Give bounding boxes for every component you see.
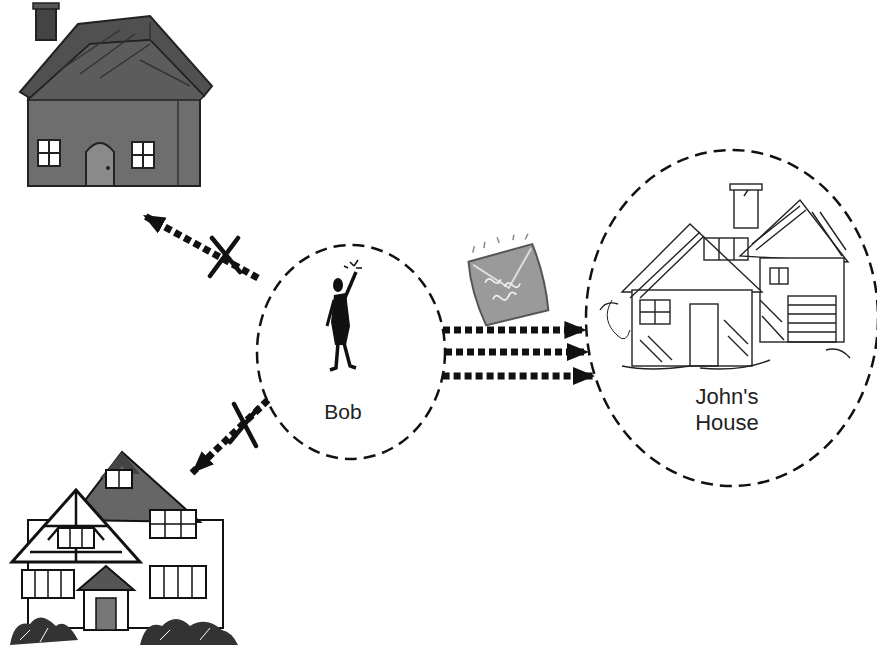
johns-house-sketch-part xyxy=(704,238,748,260)
dark-house-part xyxy=(106,166,110,170)
tudor-house-part xyxy=(150,510,196,538)
johns-house-sketch-part xyxy=(744,190,850,358)
dark-house-part xyxy=(60,22,190,86)
envelope-icon xyxy=(463,230,550,327)
johns-house-sketch-part xyxy=(788,305,836,332)
dark-house-part xyxy=(38,140,60,166)
johns-house-sketch-part xyxy=(760,258,844,342)
johns-house-sketch-part xyxy=(640,300,784,362)
blocked-arrow xyxy=(192,400,268,473)
blocked-arrow-part xyxy=(192,400,268,473)
tudor-house-part xyxy=(84,590,128,630)
dashed-circle xyxy=(257,245,445,459)
tudor-house-part xyxy=(164,566,192,598)
dotted-arrow xyxy=(443,327,586,334)
tudor-house-part xyxy=(150,510,196,538)
dark-house-part xyxy=(28,86,200,186)
stick-figure-part xyxy=(330,343,356,370)
dark-house-part xyxy=(28,40,204,100)
johns-house-sketch-part xyxy=(770,268,788,284)
tudor-house-part xyxy=(30,490,122,562)
tudor-house-part xyxy=(118,470,120,488)
dark-house-part xyxy=(38,140,60,166)
johns-house-sketch-part xyxy=(730,184,762,190)
dark-house-part xyxy=(36,6,56,40)
dotted-arrow xyxy=(443,373,595,380)
stick-figure-part xyxy=(327,300,334,326)
envelope-icon-part xyxy=(485,273,523,304)
blocked-arrow-part xyxy=(210,238,240,276)
johns-house-sketch-part xyxy=(607,300,630,339)
tudor-house-part xyxy=(96,598,116,630)
blocked-arrow xyxy=(143,215,258,278)
ellipse-node: John's House xyxy=(584,148,877,488)
johns-house-sketch-part xyxy=(622,224,762,292)
johns-house-sketch-part xyxy=(788,296,836,342)
johns-house-sketch-part xyxy=(640,300,670,324)
johns-house-sketch-part xyxy=(600,303,770,369)
dark-house xyxy=(20,3,212,186)
tudor-house-part xyxy=(78,566,134,590)
tudor-house-part xyxy=(106,470,132,488)
stick-figure-part xyxy=(333,278,343,292)
envelope-icon-part xyxy=(472,248,538,294)
tudor-house-part xyxy=(12,490,140,562)
stick-figure-part xyxy=(344,272,356,300)
node-outline xyxy=(255,243,447,461)
dotted-arrow xyxy=(445,349,589,356)
tudor-house-part xyxy=(35,570,61,598)
node-label: John's House xyxy=(672,384,782,437)
tudor-house-part xyxy=(20,628,210,642)
johns-house-sketch-part xyxy=(640,300,670,324)
johns-house-sketch-part xyxy=(630,206,846,298)
dark-house-part xyxy=(177,100,179,186)
envelope-icon-part xyxy=(466,243,550,326)
dark-house-part xyxy=(33,3,59,9)
blocked-arrow-part xyxy=(230,404,258,446)
blocked-arrow-part xyxy=(143,215,258,278)
tudor-house-part xyxy=(10,617,78,645)
node-outline xyxy=(584,148,877,488)
johns-house-sketch-part xyxy=(778,268,779,284)
tudor-house-part xyxy=(150,566,206,598)
johns-house-sketch-part xyxy=(690,304,718,366)
tudor-house-part xyxy=(140,619,238,645)
dark-house-part xyxy=(132,142,154,168)
node-label: Bob xyxy=(293,399,393,424)
johns-house-sketch-part xyxy=(632,290,752,366)
dashed-circle xyxy=(586,150,877,486)
tudor-house xyxy=(10,452,238,645)
johns-house-sketch-part xyxy=(719,238,734,260)
johns-house-sketch-part xyxy=(740,200,848,262)
dark-house-part xyxy=(132,142,154,168)
stick-figure-part xyxy=(344,260,362,268)
envelope-icon-part xyxy=(471,231,530,253)
stick-figure xyxy=(327,260,362,370)
dark-house-part xyxy=(86,143,114,186)
johns-house-sketch xyxy=(600,184,850,369)
ellipse-node: Bob xyxy=(255,243,447,461)
tudor-house-part xyxy=(22,570,74,598)
tudor-house-part xyxy=(70,528,82,548)
tudor-house-part xyxy=(58,528,94,548)
